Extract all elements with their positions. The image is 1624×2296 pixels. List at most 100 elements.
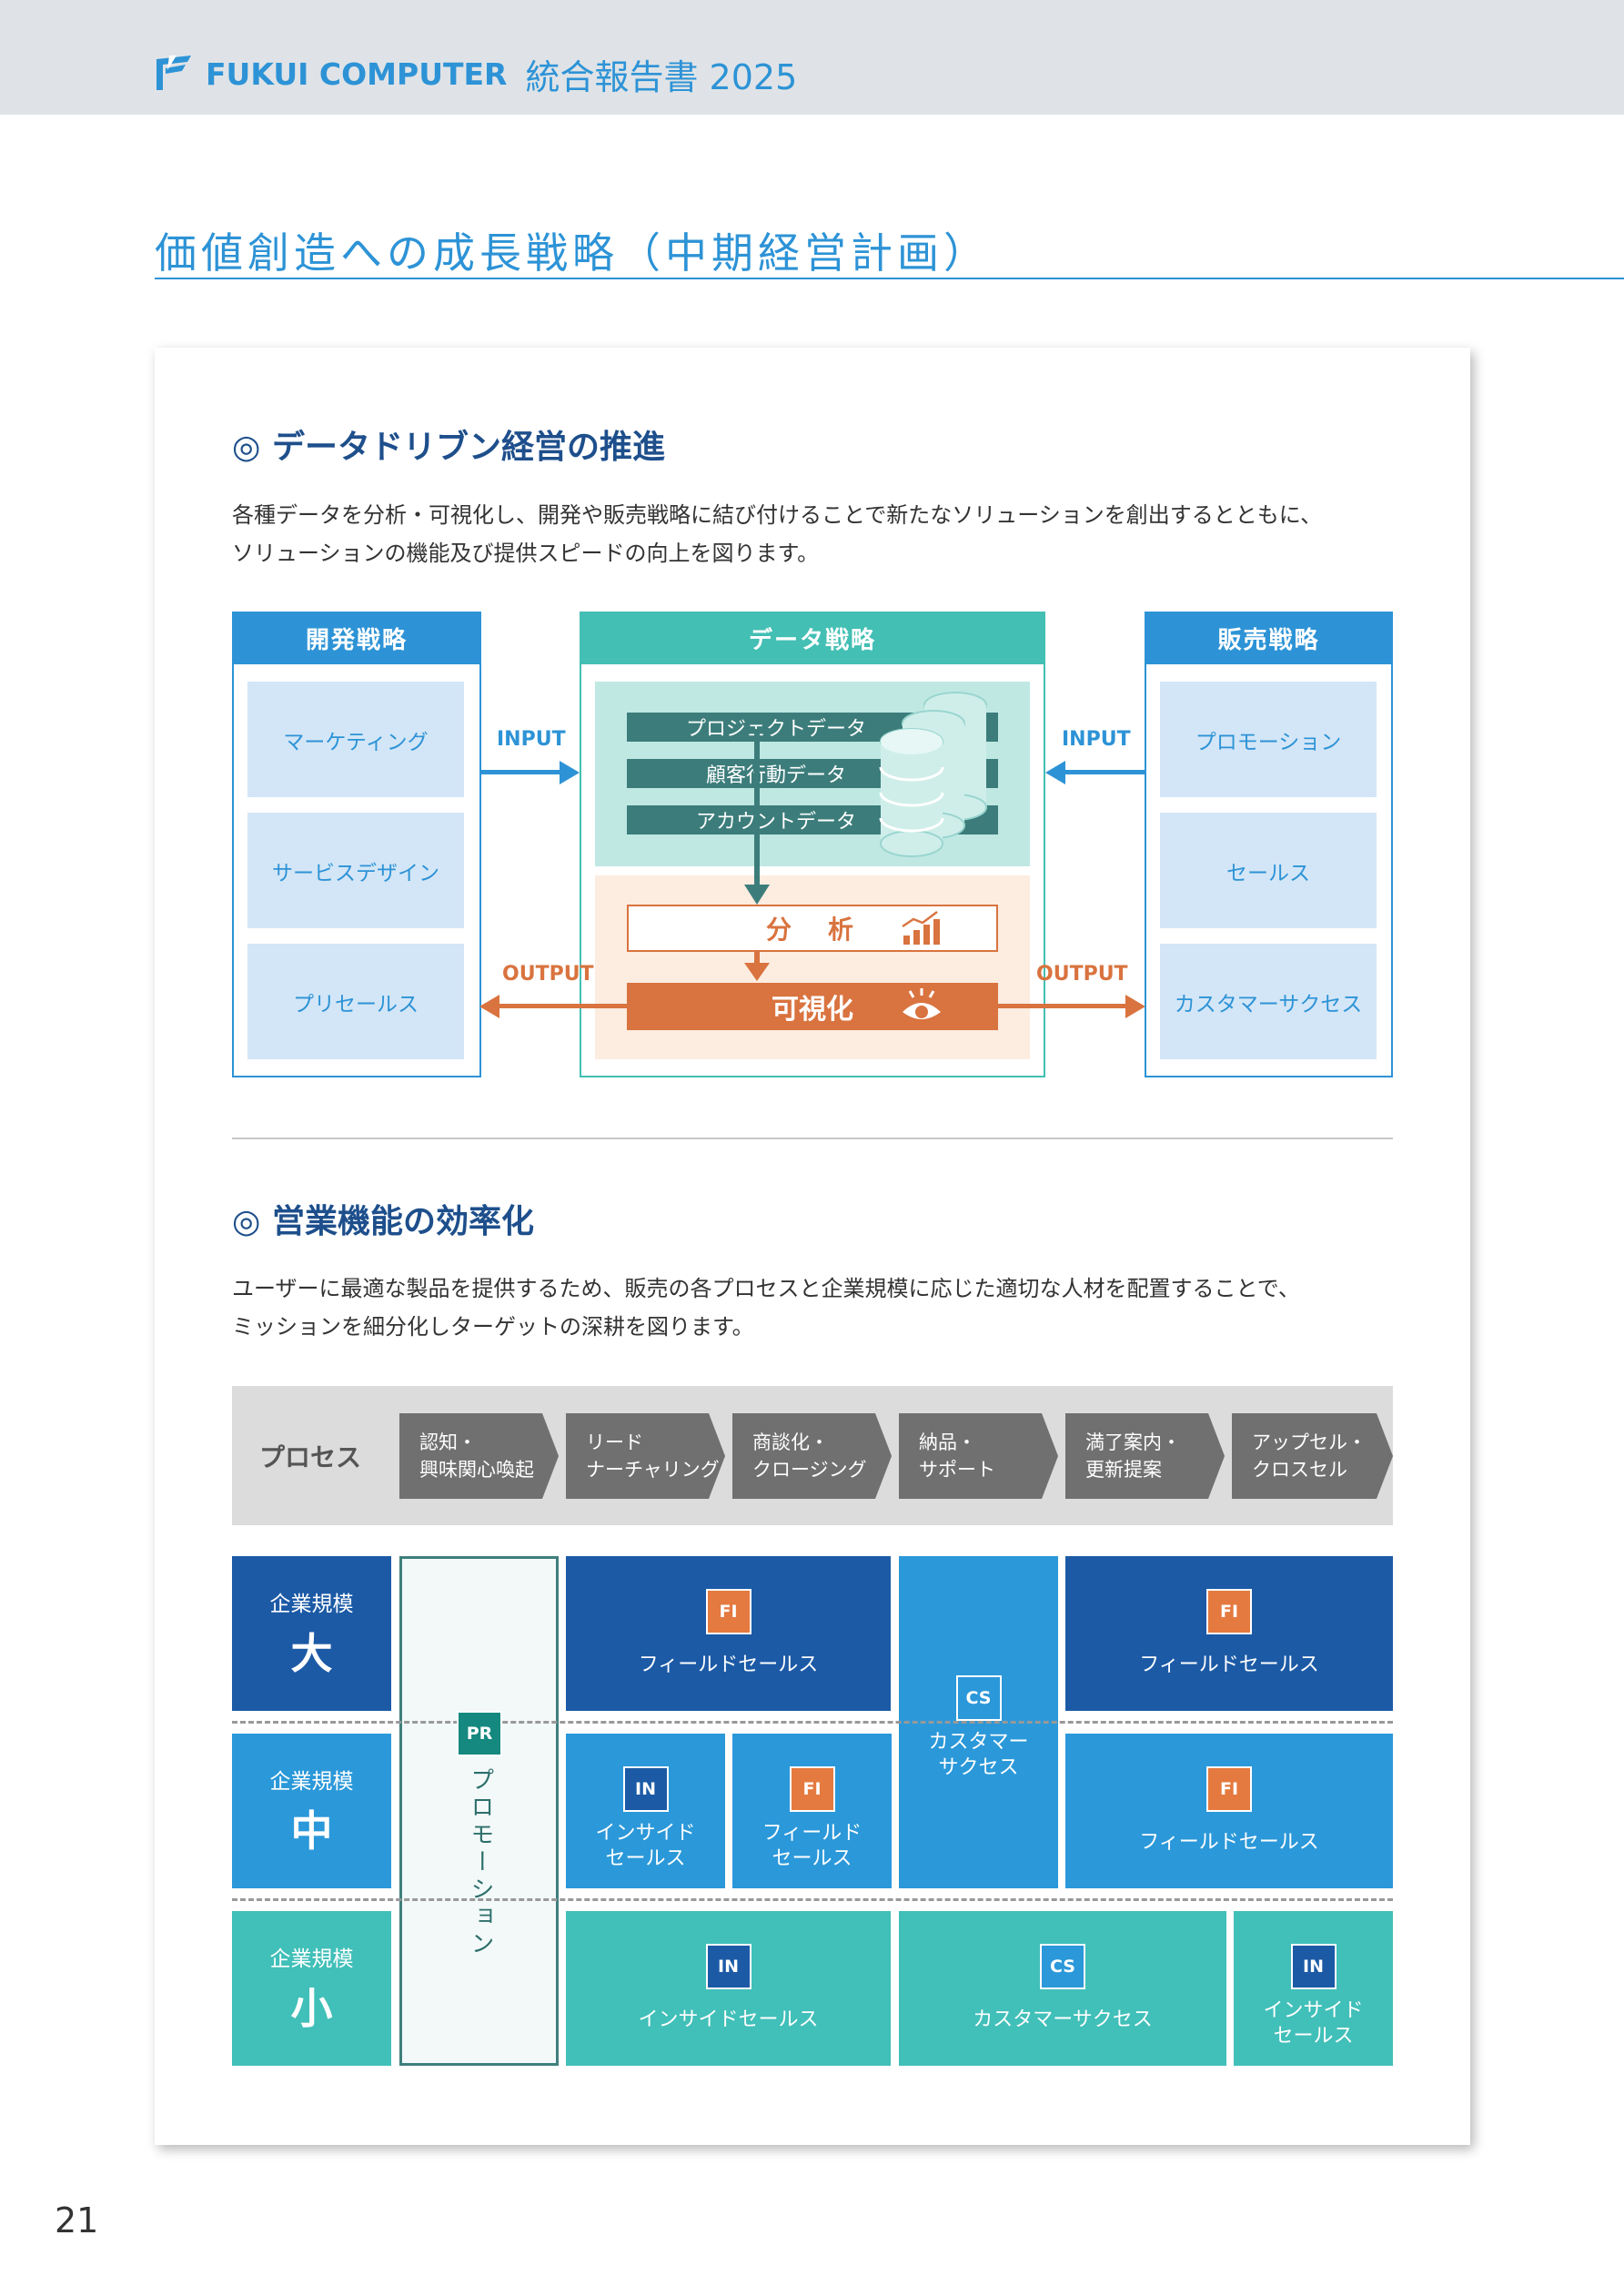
section-heading-data-driven: ◎ データドリブン経営の推進	[232, 429, 665, 466]
section1-paragraph: 各種データを分析・可視化し、開発や販売戦略に結び付けることで新たなソリューション…	[232, 496, 1322, 572]
size-label: 企業規模	[269, 1947, 354, 1971]
document-title: 統合報告書 2025	[525, 56, 798, 97]
data-bar-label: 顧客行動データ	[705, 764, 846, 787]
cell-label: セールス	[605, 1847, 686, 1870]
dev-item-marketing: マーケティング	[247, 682, 464, 797]
step-line: 満了案内・	[1085, 1431, 1181, 1453]
cell-field-sales-large-a: FI フィールドセールス	[566, 1556, 891, 1711]
process-step-awareness: 認知・興味関心喚起	[399, 1413, 559, 1499]
arrow-down-icon	[744, 963, 770, 981]
input-arrow-right-line	[1063, 770, 1145, 774]
step-line: アップセル・	[1252, 1431, 1367, 1453]
row-separator	[232, 1721, 1393, 1724]
size-value: 中	[290, 1806, 333, 1856]
step-line: リード	[586, 1431, 643, 1453]
dev-item-presales: プリセールス	[247, 944, 464, 1059]
cell-label: インサイドセールス	[638, 2008, 819, 2031]
arrow-left-icon	[479, 995, 499, 1018]
size-medium: 企業規模中	[232, 1734, 391, 1888]
eye-icon	[903, 988, 941, 1019]
size-large: 企業規模大	[232, 1556, 391, 1711]
step-line: 興味関心喚起	[419, 1459, 534, 1481]
output-label-left: OUTPUT	[502, 963, 594, 986]
data-bar-label: アカウントデータ	[695, 811, 856, 834]
size-value: 小	[290, 1984, 333, 2033]
pr-badge: PR	[457, 1711, 502, 1756]
process-step-lead-nurturing: リードナーチャリング	[566, 1413, 725, 1499]
row-separator	[232, 1898, 1393, 1901]
flow-line	[754, 952, 760, 972]
cell-inside-sales-small-b: IN インサイド セールス	[1234, 1911, 1393, 2066]
cell-field-sales-medium-b: FI フィールドセールス	[1065, 1734, 1393, 1888]
database-icon	[879, 692, 987, 857]
cs-badge: CS	[1040, 1944, 1085, 1989]
step-line: サポート	[919, 1459, 995, 1481]
size-value: 大	[290, 1629, 333, 1678]
cell-label: フィールドセールス	[1139, 1654, 1319, 1676]
arrow-right-icon	[1125, 995, 1145, 1018]
visualize-box: 可視化	[627, 983, 998, 1030]
process-step-renewal: 満了案内・更新提案	[1065, 1413, 1225, 1499]
step-line: クロスセル	[1252, 1459, 1347, 1481]
cell-label: サクセス	[938, 1756, 1019, 1779]
sales-item-promotion: プロモーション	[1160, 682, 1377, 797]
fi-badge: FI	[705, 1589, 751, 1634]
step-line: クロージング	[752, 1459, 867, 1481]
in-badge: IN	[1290, 1944, 1337, 1989]
cell-field-sales-large-b: FI フィールドセールス	[1065, 1556, 1393, 1711]
paragraph-line: 各種データを分析・可視化し、開発や販売戦略に結び付けることで新たなソリューション…	[232, 502, 1323, 528]
sales-item-sales: セールス	[1160, 813, 1377, 928]
size-label: 企業規模	[269, 1593, 354, 1616]
section-divider	[232, 1138, 1393, 1139]
paragraph-line: ミッションを細分化しターゲットの深耕を図ります。	[232, 1314, 754, 1340]
step-line: 商談化・	[752, 1431, 829, 1453]
flow-line	[754, 729, 760, 893]
section-heading-sales-efficiency: ◎ 営業機能の効率化	[232, 1203, 534, 1240]
process-step-support: 納品・サポート	[899, 1413, 1058, 1499]
input-label-right: INPUT	[1062, 728, 1131, 751]
cell-customer-success-small: CS カスタマーサクセス	[899, 1911, 1226, 2066]
input-arrow-left-line	[481, 770, 563, 774]
data-bar-label: プロジェクトデータ	[685, 718, 866, 741]
in-badge: IN	[705, 1944, 751, 1989]
arrow-left-icon	[1045, 761, 1065, 784]
sales-strategy-header: 販売戦略	[1145, 612, 1393, 664]
promotion-vertical-label: プロモーション	[467, 1767, 494, 1958]
output-arrow-right-line	[998, 1004, 1129, 1008]
cell-label: フィールド	[762, 1822, 862, 1845]
page-header	[0, 0, 1624, 115]
cell-label: インサイド	[595, 1822, 696, 1845]
fi-badge: FI	[789, 1766, 835, 1812]
cell-inside-sales-medium: IN インサイド セールス	[566, 1734, 725, 1888]
process-step-closing: 商談化・クロージング	[732, 1413, 892, 1499]
cell-label: カスタマーサクセス	[973, 2008, 1153, 2031]
size-small: 企業規模小	[232, 1911, 391, 2066]
page-number: 21	[55, 2200, 99, 2240]
cell-inside-sales-small: IN インサイドセールス	[566, 1911, 891, 2066]
paragraph-line: ソリューションの機能及び提供スピードの向上を図ります。	[232, 541, 820, 566]
arrow-right-icon	[560, 761, 580, 784]
output-arrow-left-line	[496, 1004, 627, 1008]
cell-label: インサイド	[1263, 1999, 1364, 2022]
process-step-upsell: アップセル・クロスセル	[1232, 1413, 1393, 1499]
cell-label: フィールドセールス	[638, 1654, 819, 1676]
cell-label: セールス	[1273, 2025, 1354, 2048]
paragraph-line: ユーザーに最適な製品を提供するため、販売の各プロセスと企業規模に応じた適切な人材…	[232, 1276, 1300, 1301]
data-strategy-header: データ戦略	[580, 612, 1045, 664]
title-underline	[155, 278, 1624, 279]
visualize-label: 可視化	[772, 994, 853, 1026]
header-brand: FUKUI COMPUTER 統合報告書 2025	[155, 51, 798, 97]
fukui-logo-icon	[156, 56, 191, 90]
brand-name: FUKUI COMPUTER	[206, 56, 508, 92]
promotion-column	[399, 1556, 559, 2066]
cell-label: フィールドセールス	[1139, 1831, 1319, 1854]
fi-badge: FI	[1206, 1766, 1252, 1812]
section2-paragraph: ユーザーに最適な製品を提供するため、販売の各プロセスと企業規模に応じた適切な人材…	[232, 1269, 1300, 1346]
bar-chart-icon	[902, 911, 940, 945]
input-label-left: INPUT	[497, 728, 566, 751]
in-badge: IN	[622, 1766, 669, 1812]
cell-field-sales-medium-a: FI フィールド セールス	[732, 1734, 892, 1888]
cell-label: セールス	[772, 1847, 852, 1870]
process-label: プロセス	[259, 1442, 362, 1472]
step-line: ナーチャリング	[586, 1459, 720, 1481]
